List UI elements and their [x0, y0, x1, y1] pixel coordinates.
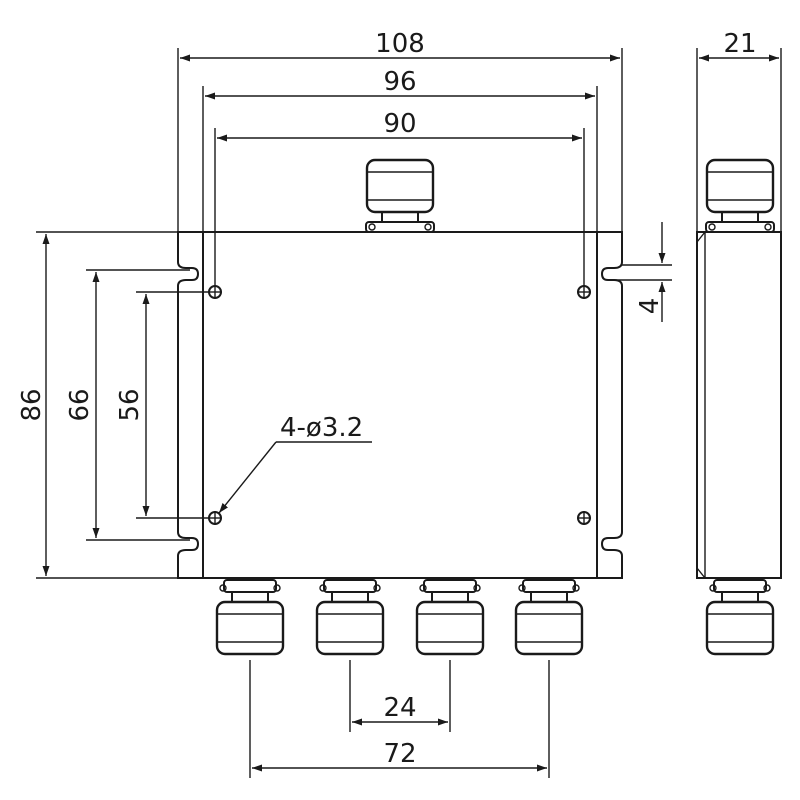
side-output-connector — [705, 578, 775, 656]
output-connector-4 — [514, 578, 584, 656]
mounting-hole — [577, 285, 591, 299]
dim-port-span: 72 — [249, 660, 550, 778]
dim-slot-pitch-label: 96 — [383, 67, 416, 97]
dim-port-pitch-label: 24 — [383, 693, 416, 723]
dim-hole-pitch-vertical-label: 56 — [115, 388, 145, 421]
output-connector-1 — [215, 578, 285, 656]
mounting-hole — [208, 285, 222, 299]
dim-side-thickness-label: 21 — [723, 29, 756, 59]
flange-outline — [177, 231, 623, 579]
front-view — [177, 158, 623, 656]
output-connector-2 — [315, 578, 385, 656]
dim-overall-width: 108 — [177, 29, 623, 232]
dim-hole-pitch-horizontal-label: 90 — [383, 109, 416, 139]
mounting-hole — [577, 511, 591, 525]
output-connector-3 — [415, 578, 485, 656]
dim-slot-offset: 4 — [614, 222, 672, 322]
hole-callout-label: 4-ø3.2 — [280, 413, 363, 443]
dim-overall-height: 86 — [17, 231, 178, 579]
dim-overall-width-label: 108 — [375, 29, 425, 59]
mounting-hole — [208, 511, 222, 525]
input-connector — [364, 158, 436, 234]
dim-hole-pitch-horizontal: 90 — [214, 109, 585, 286]
side-view — [696, 158, 782, 656]
dim-slot-offset-label: 4 — [635, 298, 665, 315]
dim-slot-pitch: 96 — [202, 67, 598, 232]
dim-hole-pitch-vertical: 56 — [115, 291, 209, 519]
dim-slot-pitch-vertical-label: 66 — [65, 388, 95, 421]
dim-overall-height-label: 86 — [17, 388, 47, 421]
hole-callout: 4-ø3.2 — [218, 413, 372, 514]
side-input-connector — [704, 158, 776, 234]
dim-slot-pitch-vertical: 66 — [65, 269, 190, 541]
dim-port-pitch: 24 — [349, 660, 451, 732]
dim-side-thickness: 21 — [696, 29, 782, 232]
side-body — [696, 231, 782, 579]
dim-port-span-label: 72 — [383, 739, 416, 769]
